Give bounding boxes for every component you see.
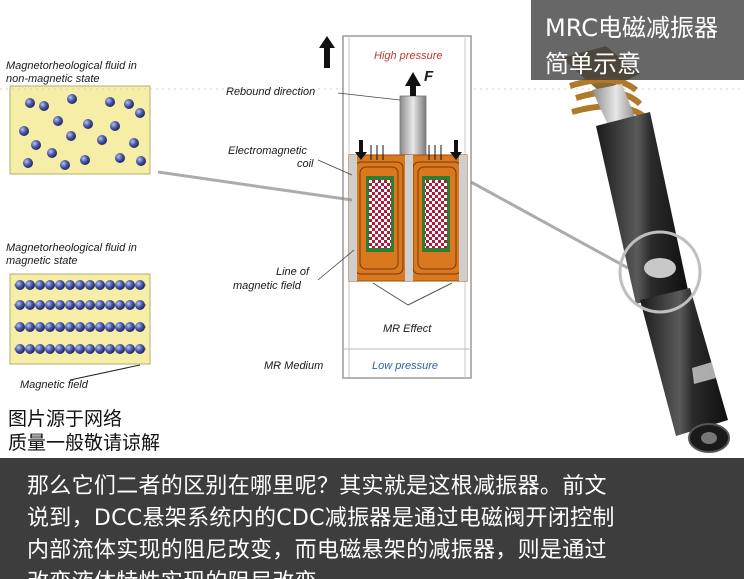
field-label-1: Line of (276, 266, 310, 278)
magnetic-label-2: magnetic state (6, 255, 78, 267)
low-pressure-label: Low pressure (372, 360, 439, 372)
rebound-arrow (319, 36, 335, 68)
force-arrow (405, 72, 421, 96)
title-line-1: MRC电磁减振器 (545, 14, 718, 42)
coil-winding-right (425, 180, 447, 248)
diagram-graphic (0, 35, 744, 453)
non-magnetic-label-2: non-magnetic state (6, 73, 100, 85)
field-label-2: magnetic field (233, 280, 301, 292)
rebound-direction-label: Rebound direction (226, 86, 316, 98)
title-line-2: 简单示意 (545, 50, 641, 78)
coil-label-1: Electromagnetic (228, 145, 307, 157)
source-note-line-1: 图片源于网络 (8, 408, 123, 430)
coil-winding-left (369, 180, 391, 248)
body-text-line-2: 说到，DCC悬架系统内的CDC减振器是通过电磁阀开闭控制 (27, 506, 615, 531)
diagram-panel: Magnetorheological fluid in non-magnetic… (0, 0, 744, 454)
non-magnetic-label-1: Magnetorheological fluid in (6, 60, 137, 72)
mr-medium-label: MR Medium (264, 360, 324, 372)
body-text-line-3: 内部流体实现的阻尼改变，而电磁悬架的减振器，则是通过 (27, 538, 607, 563)
non-magnetic-particles (19, 94, 146, 170)
source-note-line-2: 质量一般敬请谅解 (8, 432, 161, 454)
high-pressure-label: High pressure (374, 50, 443, 62)
piston-rod (399, 95, 427, 159)
shock-absorber-image (562, 46, 730, 453)
body-text-panel: 那么它们二者的区别在哪里呢？其实就是这根减振器。前文 说到，DCC悬架系统内的C… (0, 458, 744, 579)
force-label: F (424, 68, 434, 85)
mr-effect-label: MR Effect (383, 323, 432, 335)
magnetic-particle-chains (14, 280, 146, 354)
body-text-line-4: 改变液体特性实现的阻尼改变 (27, 564, 317, 579)
magnetic-field-label: Magnetic field (20, 379, 88, 391)
magnetic-label-1: Magnetorheological fluid in (6, 242, 137, 254)
body-text-line-1: 那么它们二者的区别在哪里呢？其实就是这根减振器。前文 (27, 474, 607, 499)
title-overlay (531, 0, 744, 80)
coil-label-2: coil (297, 158, 314, 170)
